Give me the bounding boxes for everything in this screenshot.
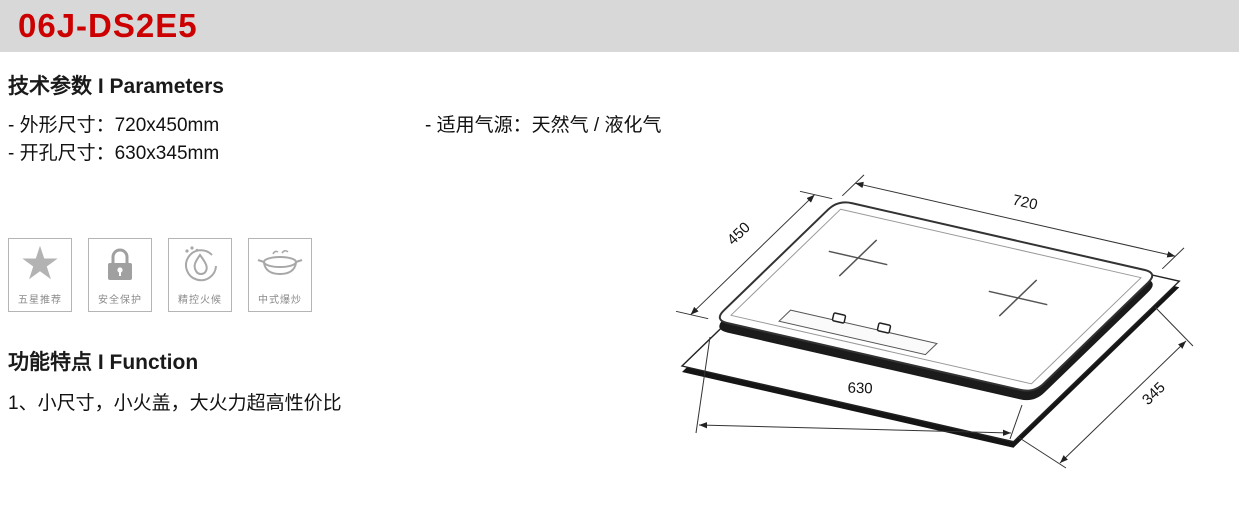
feature-label: 精控火候 xyxy=(178,295,222,306)
dim-720 xyxy=(841,174,1185,270)
function-line: 1、小尺寸，小火盖，大火力超高性价比 xyxy=(8,393,342,414)
wok-icon xyxy=(249,239,311,291)
dim-630 xyxy=(695,336,1023,440)
knob-right xyxy=(876,322,892,334)
dim-label-630: 630 xyxy=(847,380,872,398)
dim-345 xyxy=(1017,306,1194,469)
param-gas-source: - 适用气源：天然气 / 液化气 xyxy=(425,115,662,136)
dim-label-720: 720 xyxy=(1011,192,1039,214)
feature-tile-flame-control: 精控火候 xyxy=(168,238,232,312)
function-heading: 功能特点 I Function xyxy=(8,351,199,374)
knob-left xyxy=(831,312,847,324)
dim-label-345: 345 xyxy=(1139,379,1169,409)
header-bar: 06J-DS2E5 xyxy=(0,0,1239,52)
dim-label-450: 450 xyxy=(724,219,754,249)
param-cutout-size: - 开孔尺寸：630x345mm xyxy=(8,143,220,164)
feature-tile-safety: 安全保护 xyxy=(88,238,152,312)
flame-icon xyxy=(169,239,231,291)
feature-tiles: ★ 五星推荐 安全保护 精控火候 xyxy=(8,238,312,312)
star-icon: ★ xyxy=(19,237,61,289)
feature-tile-wok: 中式爆炒 xyxy=(248,238,312,312)
parameters-heading: 技术参数 I Parameters xyxy=(8,75,224,98)
feature-label: 安全保护 xyxy=(98,295,142,306)
lock-icon xyxy=(89,239,151,291)
product-diagram: 720 450 630 345 xyxy=(675,174,1194,469)
burner-cross-right xyxy=(988,279,1048,317)
model-number: 06J-DS2E5 xyxy=(18,7,198,44)
dim-450 xyxy=(675,190,833,320)
feature-label: 中式爆炒 xyxy=(258,295,302,306)
feature-tile-five-star: ★ 五星推荐 xyxy=(8,238,72,312)
feature-label: 五星推荐 xyxy=(18,295,62,306)
param-outline-size: - 外形尺寸：720x450mm xyxy=(8,115,220,136)
